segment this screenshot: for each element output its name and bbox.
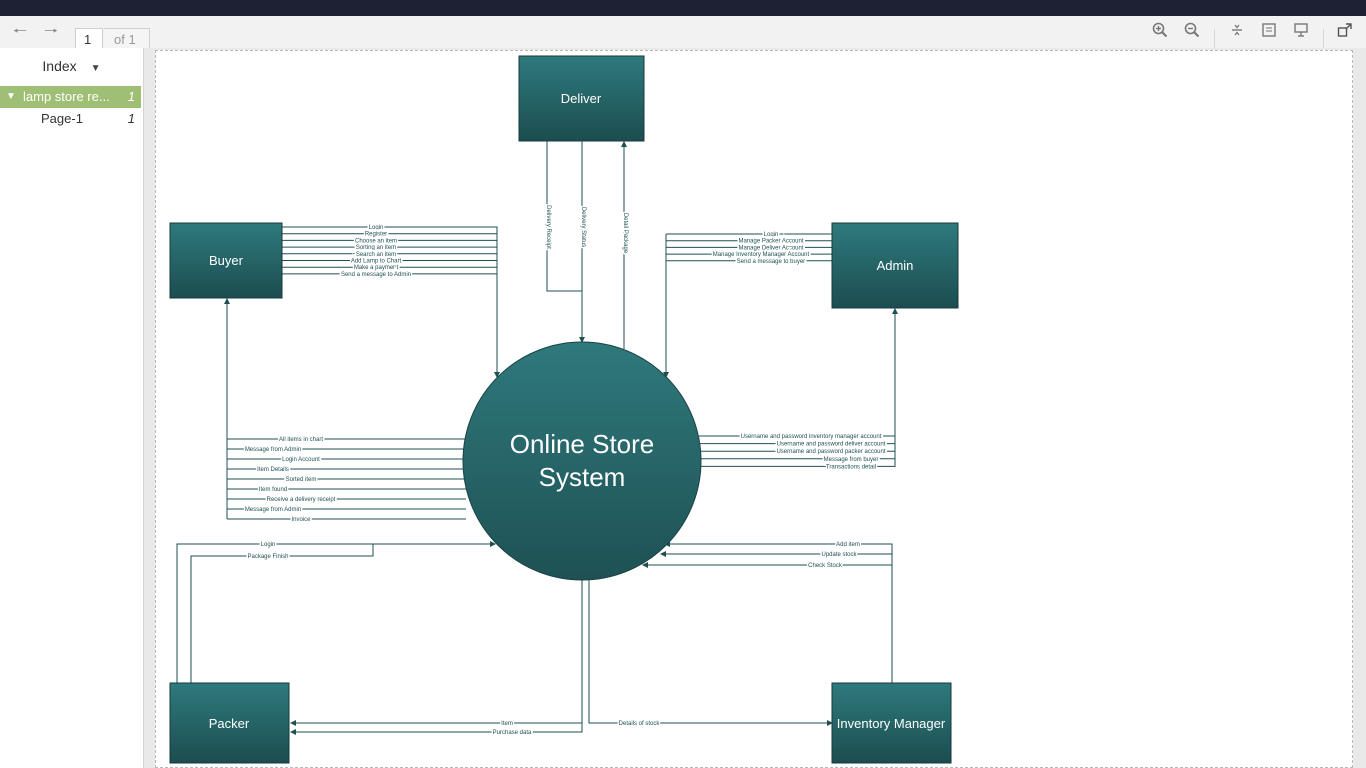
flow-deliver-status-label: Delivery Status (580, 207, 586, 247)
process-circle (462, 341, 702, 581)
flow-buyer-out-label: Make a payment (354, 265, 399, 271)
flow-buyer-out-label: Login (369, 225, 384, 231)
flow-detail-package-label: Detail Package (622, 213, 628, 254)
flow-admin-in-label: Username and password deliver account (777, 442, 886, 448)
flow-admin-in-label: Username and password packer account (776, 449, 885, 455)
entity-packer (169, 682, 290, 764)
flow-packer-out-label: Package Finish (247, 554, 288, 560)
flow-inventory-add-line (664, 541, 893, 683)
window-title-bar (0, 0, 1366, 16)
flow-inventory-out-label: Update stock (821, 552, 857, 558)
flow-admin-out-label: Manage Deliver Account (738, 245, 803, 251)
flow-inventory-in-label: Details of stock (619, 721, 661, 727)
entity-buyer-label: Buyer (209, 253, 244, 268)
index-label: Index (42, 58, 77, 74)
restore-icon (1337, 23, 1352, 37)
zoom-out-button[interactable] (1181, 22, 1203, 42)
flow-buyer-out-label: Register (365, 232, 387, 238)
entity-packer-label: Packer (209, 716, 250, 731)
flow-admin-out-label: Login (764, 232, 779, 238)
presentation-button[interactable] (1290, 22, 1312, 42)
entity-inventory-manager-label: Inventory Manager (837, 716, 946, 731)
flow-buyer-in-label: Message from Admin (245, 447, 301, 453)
document-count: 1 (127, 89, 135, 104)
flow-deliver-receipt-line (546, 141, 582, 292)
index-sidebar: Index ▼ ▼ lamp store re... 1 Page-1 1 (0, 48, 144, 768)
flow-packer-item-line (290, 579, 583, 726)
flow-buyer-in-label: Item found (259, 487, 287, 493)
collapse-triangle-icon: ▼ (6, 91, 16, 102)
flow-packer-finish-line (190, 544, 374, 683)
flow-buyer-in-label: Invoice (291, 517, 311, 523)
page-count: 1 (127, 111, 135, 126)
entity-buyer (169, 222, 283, 299)
entity-admin-label: Admin (877, 258, 914, 273)
document-icon (1262, 23, 1276, 37)
flow-buyer-out-label: Choose an item (355, 238, 397, 244)
flow-buyer-out-label: Add Lamp to Chart (351, 259, 402, 265)
two-page-button[interactable] (1258, 22, 1280, 42)
fit-width-icon (1232, 24, 1242, 36)
previous-page-button[interactable]: 🠐 (9, 22, 31, 42)
flow-admin-out-label: Manage Inventory Manager Account (713, 252, 810, 258)
flow-admin-out-label: Send a message to buyer (737, 259, 805, 265)
process-title-line1: Online Store (510, 429, 655, 459)
index-dropdown[interactable]: Index ▼ (0, 58, 143, 78)
process-title-line2: System (539, 462, 626, 492)
flow-packer-purchase-line (290, 723, 583, 735)
page-label: Page-1 (41, 111, 83, 126)
flow-buyer-out-line (282, 226, 500, 378)
flow-deliver-receipt-label: Delivery Receipt (545, 205, 551, 249)
flow-buyer-in-label: All items in chart (279, 437, 323, 443)
flow-inventory-out-label: Check Stock (808, 563, 843, 569)
flow-packer-out-label: Login (261, 542, 276, 548)
flow-buyer-in-label: Login Account (282, 457, 320, 463)
flow-buyer-out-label: Send a message to Admin (341, 272, 411, 278)
flow-admin-in-label: Transactions detail (826, 464, 876, 470)
flow-admin-out-label: Manage Packer Account (738, 239, 803, 245)
flow-admin-in-label: Username and password inventory manager … (741, 434, 882, 440)
arrow-left-icon: 🠐 (13, 23, 27, 40)
next-page-button[interactable]: 🠒 (40, 22, 62, 42)
toolbar: 🠐 🠒 1 of 1 (0, 16, 1366, 51)
page-total: of 1 (104, 28, 150, 50)
page-number-input[interactable]: 1 (75, 28, 103, 50)
flow-packer-in-label: Item (501, 721, 513, 727)
restore-button[interactable] (1334, 22, 1356, 42)
flow-lines (176, 141, 898, 735)
entity-admin (831, 222, 959, 309)
presentation-icon (1294, 23, 1308, 37)
tree-item-document[interactable]: ▼ lamp store re... 1 (0, 86, 141, 108)
flow-buyer-in-label: Message from Admin (245, 507, 301, 513)
flow-inventory-in-line (588, 579, 833, 726)
toolbar-separator (1323, 29, 1324, 51)
flow-packer-login-line (176, 541, 496, 683)
flow-packer-in-label: Purchase data (493, 730, 532, 736)
toolbar-separator (1214, 29, 1215, 51)
flow-buyer-out-label: Sorting an item (356, 245, 396, 251)
flow-buyer-in-label: Receive a delivery receipt (267, 497, 336, 503)
entity-inventory-manager (831, 682, 952, 764)
flow-buyer-in-label: Item Details (257, 467, 289, 473)
zoom-in-icon (1152, 22, 1168, 38)
entity-deliver (518, 55, 645, 142)
chevron-down-icon: ▼ (90, 63, 101, 74)
arrow-right-icon: 🠒 (44, 23, 58, 40)
entity-deliver-label: Deliver (561, 91, 602, 106)
page-width-button[interactable] (1226, 22, 1248, 42)
zoom-in-button[interactable] (1149, 22, 1171, 42)
zoom-out-icon (1184, 22, 1200, 38)
flow-buyer-in-label: Sorted item (286, 477, 317, 483)
flow-inventory-out-label: Add item (836, 542, 860, 548)
flow-buyer-out-label: Search an item (356, 252, 396, 258)
flow-admin-in-label: Message from buyer (824, 457, 879, 463)
tree-item-page[interactable]: Page-1 1 (0, 108, 141, 130)
document-label: lamp store re... (23, 89, 110, 104)
